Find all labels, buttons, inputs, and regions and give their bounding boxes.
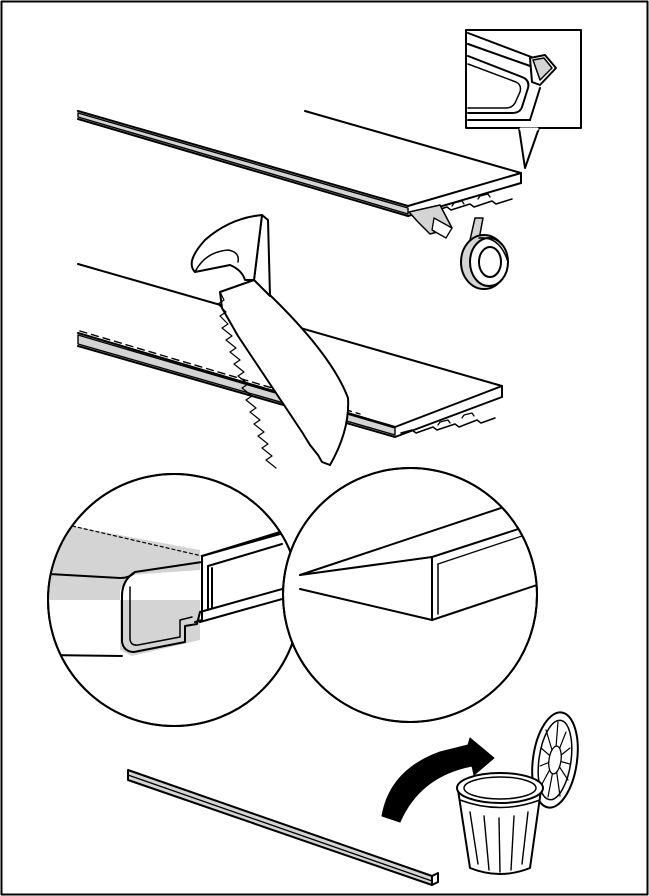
- tape-strip: [408, 204, 453, 239]
- wall-panel-1: [77, 110, 522, 217]
- edge-comparison-panel: [47, 467, 538, 727]
- profile-detail-view: [467, 32, 557, 121]
- detail-circle-before: [47, 473, 301, 727]
- discard-step-panel: [127, 711, 579, 886]
- profile-detail-callout: [465, 29, 582, 169]
- masking-tape-roll-icon: [460, 217, 509, 290]
- hand-saw-icon: [190, 214, 350, 469]
- saw-step-panel: [77, 214, 503, 469]
- trash-bin-icon: [456, 711, 579, 875]
- detail-circle-after: [282, 467, 538, 723]
- cut-off-strip: [127, 769, 439, 886]
- tape-step-panel: [77, 29, 582, 290]
- curved-arrow-icon: [381, 737, 495, 823]
